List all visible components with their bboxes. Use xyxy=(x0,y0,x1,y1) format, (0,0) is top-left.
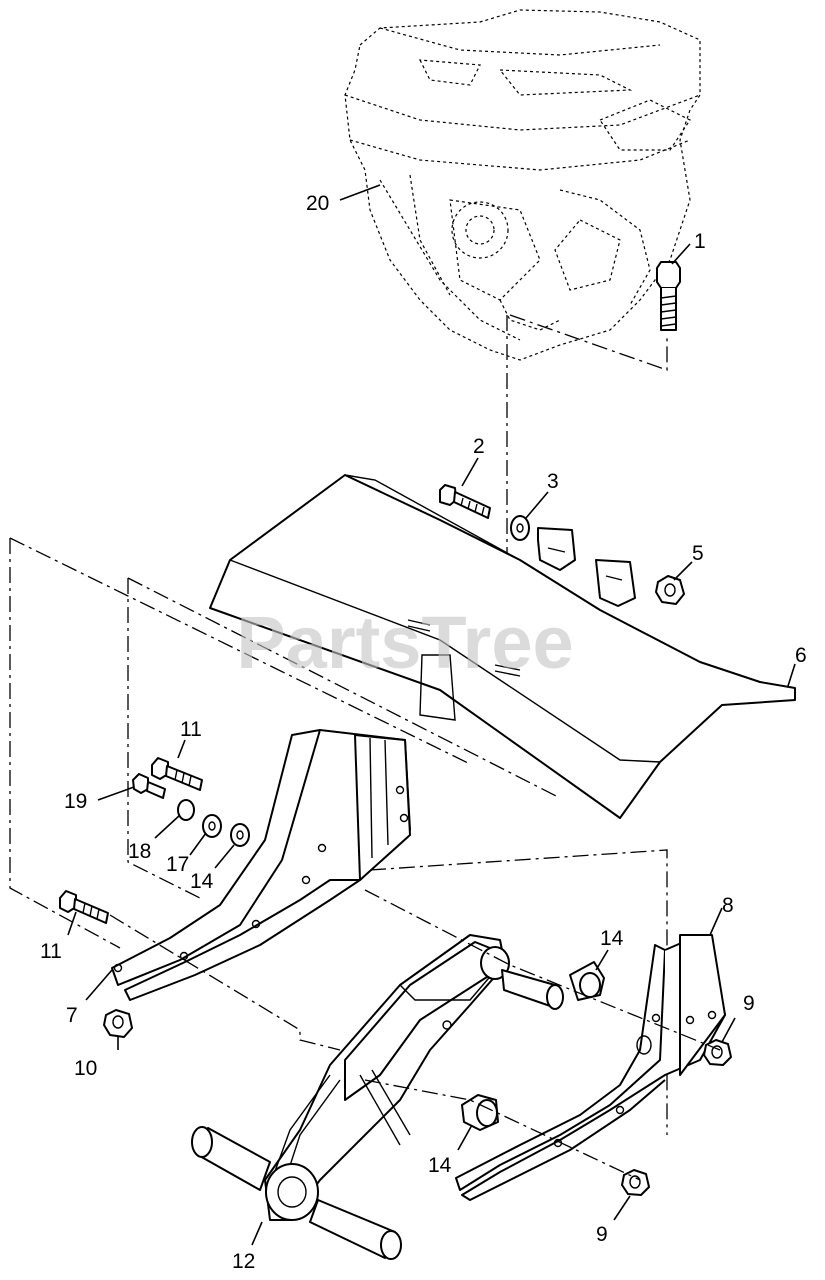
callout-14-upper: 14 xyxy=(600,927,624,950)
callout-6: 6 xyxy=(795,644,807,667)
callout-14-lower: 14 xyxy=(428,1154,452,1177)
left-alignment-line-vertical xyxy=(9,538,121,949)
watermark: PartsTree xyxy=(236,601,573,684)
callout-17: 17 xyxy=(166,853,189,876)
callout-19: 19 xyxy=(64,790,87,813)
nut-part-10 xyxy=(103,1009,133,1038)
bolt-part-11-upper xyxy=(151,757,203,791)
bushing-part-14-lower xyxy=(461,1094,499,1131)
engine-part-20 xyxy=(344,9,701,361)
nut-part-9-upper xyxy=(703,1039,732,1066)
callout-12: 12 xyxy=(232,1250,255,1273)
right-tine-support-part-8 xyxy=(455,934,726,1201)
left-alignment-line-vertical-2 xyxy=(127,578,201,899)
lower-shaft-alignment xyxy=(364,1079,641,1181)
nut-part-9-lower xyxy=(621,1169,650,1196)
callout-5: 5 xyxy=(692,542,704,565)
bolt-part-19 xyxy=(132,773,166,799)
callout-20: 20 xyxy=(306,192,329,215)
tine-shield-part-6 xyxy=(209,474,796,819)
left-alignment-line-top xyxy=(9,537,471,765)
callout-7: 7 xyxy=(66,1004,78,1027)
left-alignment-line-mid xyxy=(127,577,561,799)
shield-washer-part-3 xyxy=(510,515,530,541)
callout-1: 1 xyxy=(694,230,706,253)
left-tine-support-part-7 xyxy=(111,729,411,1001)
shield-bolt-part-2 xyxy=(439,484,491,519)
shield-nut-part-5 xyxy=(655,575,685,605)
engine-bolt-part-1 xyxy=(656,261,681,331)
callout-9-lower: 9 xyxy=(596,1223,608,1246)
bushing-part-14-upper xyxy=(569,961,605,1001)
callout-18: 18 xyxy=(128,840,151,863)
callout-8: 8 xyxy=(722,894,734,917)
lock-washer-part-18 xyxy=(177,799,195,821)
callout-11-upper: 11 xyxy=(180,718,202,741)
callout-9-upper: 9 xyxy=(743,992,755,1015)
callout-3: 3 xyxy=(547,470,559,493)
leader-lines xyxy=(67,184,796,1246)
callout-11-lower: 11 xyxy=(40,940,62,963)
callout-labels: 20 1 2 3 5 6 11 19 18 17 14 11 7 8 9 10 … xyxy=(40,192,807,1273)
bolt-part-11-lower xyxy=(59,890,109,924)
callout-10: 10 xyxy=(74,1057,97,1080)
washer-part-16 xyxy=(230,823,250,847)
callout-16: 14 xyxy=(190,870,214,893)
washer-part-17 xyxy=(202,814,222,838)
chain-case-part-12 xyxy=(191,934,564,1260)
engine-mount-centerline xyxy=(509,314,668,371)
callout-2: 2 xyxy=(473,435,485,458)
